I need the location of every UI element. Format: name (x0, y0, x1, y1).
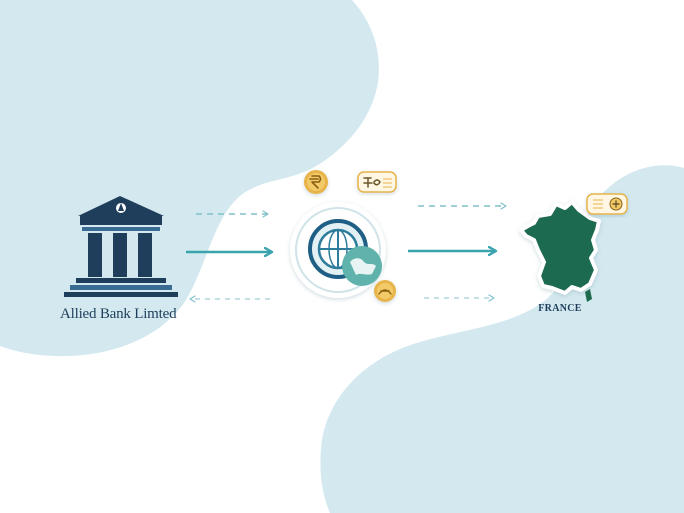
currency-coin-icon (304, 170, 328, 194)
currency-coin-icon (374, 280, 396, 302)
background-blob-right (320, 165, 684, 513)
bank-building-icon (64, 196, 178, 297)
destination-country-label: FRANCE (538, 303, 582, 314)
banknote-icon (357, 171, 397, 193)
globe-exchange-icon (290, 202, 386, 298)
france-map-icon (519, 200, 601, 302)
source-bank-label: Allied Bank Limted (60, 306, 177, 322)
banknote-icon (586, 193, 628, 215)
